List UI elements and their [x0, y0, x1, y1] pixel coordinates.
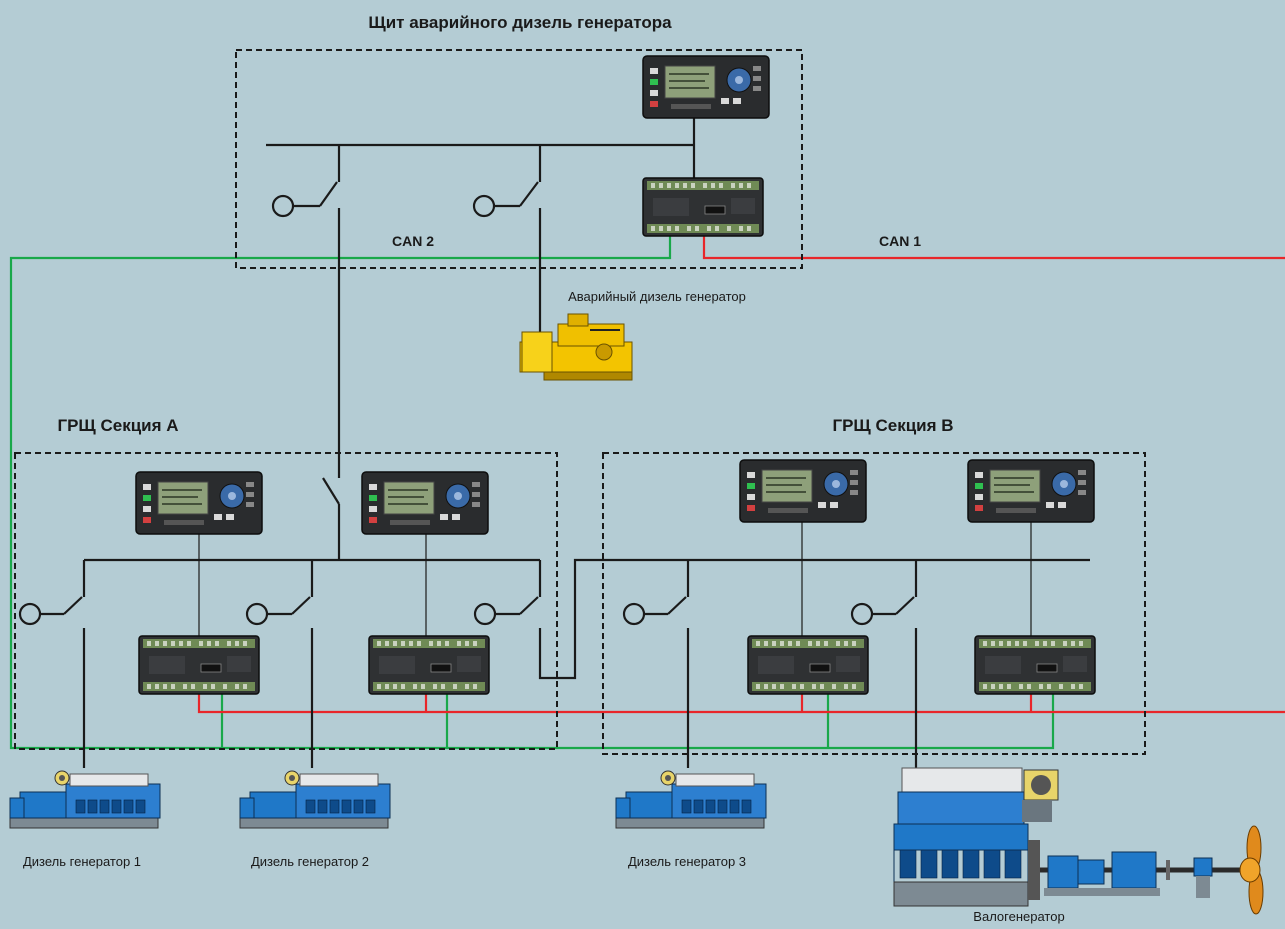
section-a-title: ГРЩ Секция A: [57, 416, 178, 435]
dg2-icon: [239, 770, 391, 829]
shaft-gen-controller: [967, 459, 1095, 523]
dg2-controller: [361, 471, 489, 535]
dg3-io-module: [747, 635, 869, 695]
section-b-title: ГРЩ Секция B: [832, 416, 953, 435]
dg1-io-module: [138, 635, 260, 695]
emergency-io-module: [642, 177, 764, 237]
dg3-label: Дизель генератор 3: [628, 854, 746, 869]
emergency-controller: [642, 55, 770, 119]
emergency-panel-box: [235, 49, 803, 269]
can1-line: [702, 225, 1285, 260]
dg1-label: Дизель генератор 1: [23, 854, 141, 869]
breaker-blade: [519, 181, 539, 207]
breaker-blade: [319, 181, 338, 207]
can1-label: CAN 1: [879, 233, 921, 249]
dg1-controller: [135, 471, 263, 535]
dg1-icon: [9, 770, 161, 829]
emergency-generator-label: Аварийный дизель генератор: [568, 289, 746, 304]
emergency-panel-title: Щит аварийного дизель генератора: [368, 13, 672, 32]
dg2-io-module: [368, 635, 490, 695]
shaft-gen-io-module: [974, 635, 1096, 695]
dg3-icon: [615, 770, 767, 829]
can1-line: [197, 690, 1285, 714]
dg2-label: Дизель генератор 2: [251, 854, 369, 869]
section-a-box: [14, 452, 558, 750]
shaft-generator-icon: [893, 767, 1264, 915]
can2-line: [9, 225, 1055, 750]
can2-label: CAN 2: [392, 233, 434, 249]
dg3-controller: [739, 459, 867, 523]
section-b-box: [602, 452, 1146, 755]
emergency-generator-icon: [519, 313, 633, 381]
breaker-blade: [322, 477, 340, 505]
shaft-generator-label: Валогенератор: [973, 909, 1064, 924]
